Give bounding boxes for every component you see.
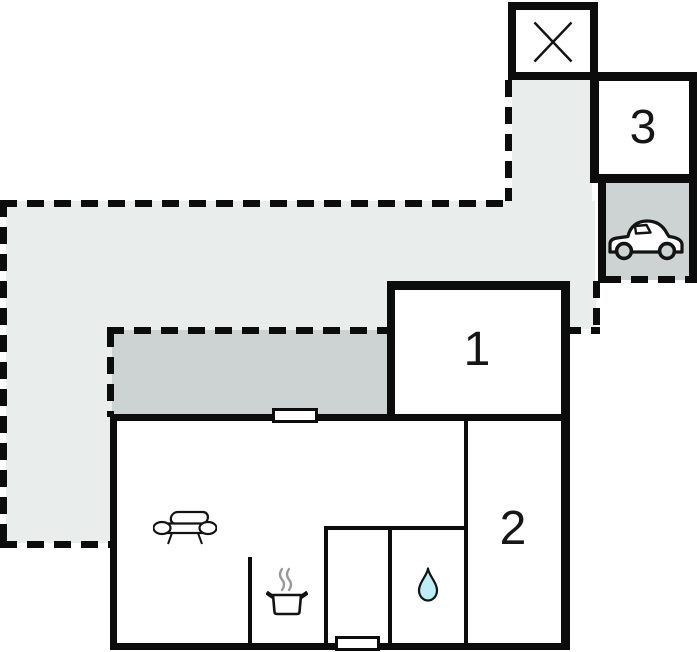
covered-terrace-dash-top bbox=[107, 327, 389, 334]
room3-label: 3 bbox=[629, 101, 657, 154]
terrace-area-band bbox=[6, 201, 595, 283]
terrace-area-mid bbox=[6, 283, 389, 332]
wall-room1-left bbox=[387, 281, 395, 421]
sofa-icon bbox=[153, 510, 217, 545]
covered-terrace-dash-left bbox=[107, 330, 114, 417]
water-drop-icon bbox=[417, 567, 439, 602]
pot-steam-icon bbox=[266, 567, 308, 616]
wall-main-top bbox=[110, 414, 570, 421]
room1-interior bbox=[395, 290, 561, 414]
wall-kitchen-divider bbox=[248, 557, 252, 645]
wall-room2-divider bbox=[464, 418, 468, 646]
boundary-dash-left bbox=[0, 200, 7, 548]
wall-hall-left bbox=[324, 526, 328, 645]
room3-interior bbox=[598, 81, 689, 175]
wall-room1-top bbox=[387, 281, 570, 290]
terrace-area-strip-top bbox=[512, 80, 592, 203]
wall-main-left bbox=[110, 414, 117, 650]
covered-terrace bbox=[112, 330, 388, 415]
wall-bath-left bbox=[388, 526, 392, 645]
boundary-dash-right-of-room1 bbox=[564, 327, 600, 334]
boundary-dash-bottom-left bbox=[0, 541, 113, 548]
terrace-area-left bbox=[6, 332, 112, 543]
boundary-dash-top bbox=[0, 200, 511, 207]
car-icon bbox=[608, 219, 684, 261]
terrace-area-right-of-room1 bbox=[568, 283, 596, 329]
room2-label: 2 bbox=[499, 502, 527, 555]
wall-bath-top bbox=[324, 526, 466, 530]
crossed-box-icon bbox=[533, 21, 573, 63]
boundary-dash-strip-left bbox=[505, 80, 512, 201]
carport-dash-bottom bbox=[604, 276, 690, 283]
wall-room3-left bbox=[590, 72, 599, 183]
boundary-dash-below-carport bbox=[593, 281, 600, 333]
wall-building-right bbox=[561, 281, 570, 650]
wall-room3-carport-divider bbox=[598, 174, 697, 183]
door-bottom-wall bbox=[335, 636, 380, 651]
room1-label: 1 bbox=[463, 323, 491, 376]
window-top-wall bbox=[272, 408, 318, 423]
wall-carport-left bbox=[598, 174, 606, 283]
wall-room3-top bbox=[590, 72, 697, 81]
